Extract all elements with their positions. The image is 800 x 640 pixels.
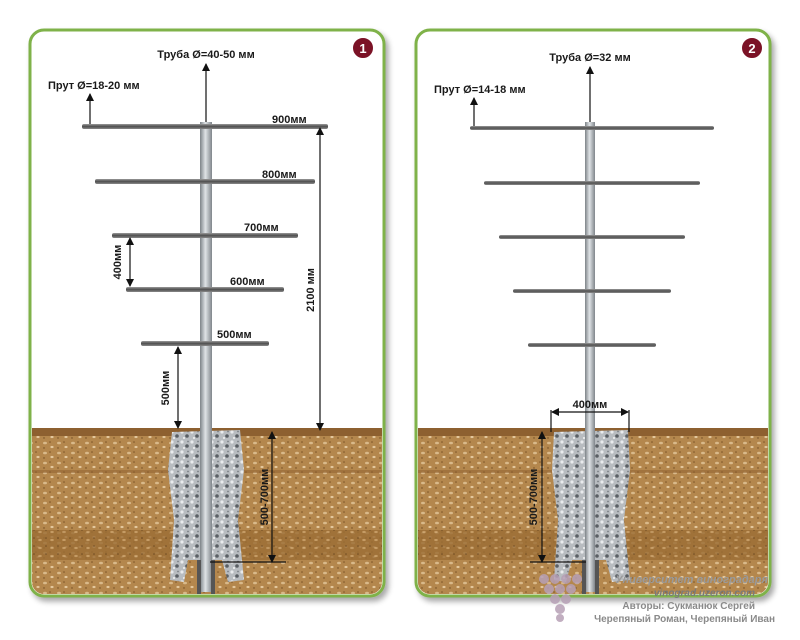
credit-authors-1: Авторы: Сукманюк Сергей — [622, 601, 755, 612]
pipe-2 — [585, 122, 595, 592]
arm-label-600: 600мм — [230, 276, 265, 288]
arm-900 — [82, 124, 328, 129]
panel-1: 1 Труба Ø=40-50 мм Прут Ø=18-20 мм 900мм… — [28, 28, 386, 598]
spacing-label-1: 400мм — [112, 245, 124, 280]
pipe-label-1: Труба Ø=40-50 мм — [157, 49, 254, 61]
height-label-1: 2100 мм — [305, 268, 317, 312]
grape-logo-icon — [539, 574, 582, 622]
arm-800 — [95, 179, 315, 184]
credit-authors-2: Черепяный Роман, Черепяный Иван — [594, 614, 775, 625]
badge-1 — [351, 36, 375, 60]
badge-2 — [740, 36, 764, 60]
arm-2-4 — [513, 289, 671, 293]
bottom-gap-label-1: 500мм — [160, 371, 172, 406]
rod-label-2: Прут Ø=14-18 мм — [434, 84, 526, 96]
arm-2-1 — [470, 126, 714, 130]
badge-2-number: 2 — [748, 41, 755, 56]
arm-label-800: 800мм — [262, 169, 297, 181]
panel-2: 2 Труба Ø=32 мм Прут Ø=14-18 мм 400мм 50… — [414, 28, 772, 598]
arm-600 — [126, 287, 284, 292]
arm-label-900: 900мм — [272, 114, 307, 126]
arm-2-2 — [484, 181, 700, 185]
pipe-label-2: Труба Ø=32 мм — [549, 52, 631, 64]
rod-label-1: Прут Ø=18-20 мм — [48, 80, 140, 92]
badge-1-number: 1 — [359, 41, 366, 56]
arm-2-5 — [528, 343, 656, 347]
arm-700 — [112, 233, 298, 238]
depth-label-2: 500-700мм — [528, 469, 540, 526]
arm-500 — [141, 341, 269, 346]
credit-site-url: vinograd.uzeron.com — [654, 588, 755, 599]
arm-2-3 — [499, 235, 685, 239]
arm-label-500: 500мм — [217, 329, 252, 341]
credit-site-name: Университет виноградаря — [615, 574, 768, 586]
arm-label-700: 700мм — [244, 222, 279, 234]
depth-label-1: 500-700мм — [259, 469, 271, 526]
pipe-1 — [200, 122, 212, 592]
width-label-2: 400мм — [573, 399, 608, 411]
